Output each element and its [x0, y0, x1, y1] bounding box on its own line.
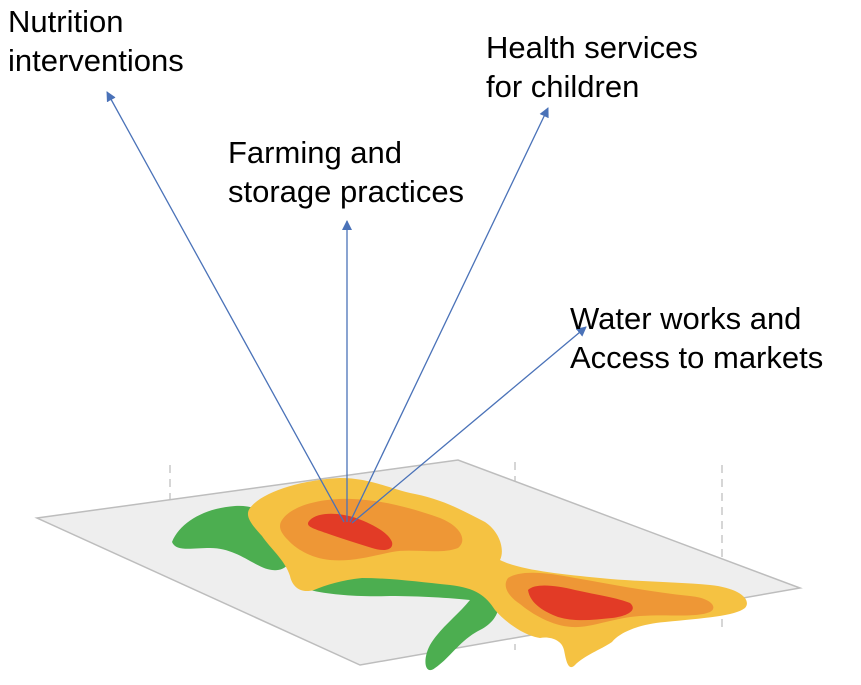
label-farming-storage: Farming and storage practices: [228, 133, 464, 211]
label-line: interventions: [8, 43, 184, 78]
label-line: Health services: [486, 30, 698, 65]
label-line: for children: [486, 69, 640, 104]
arrows: [106, 91, 587, 524]
arrow-to-nutrition: [106, 91, 345, 523]
label-line: Water works and: [570, 301, 802, 336]
label-line: Nutrition: [8, 4, 124, 39]
heatmap-red-east: [528, 585, 633, 621]
arrow-to-water: [351, 326, 587, 524]
label-line: Farming and: [228, 135, 403, 170]
label-nutrition-interventions: Nutrition interventions: [8, 2, 184, 80]
arrow-to-health: [349, 107, 549, 523]
heatmap-red-west: [307, 513, 393, 550]
label-water-markets: Water works and Access to markets: [570, 299, 823, 377]
label-line: storage practices: [228, 174, 465, 209]
heatmap-green-south: [298, 567, 499, 671]
heatmap-region: [172, 478, 747, 671]
label-health-services: Health services for children: [486, 28, 698, 106]
label-line: Access to markets: [570, 340, 824, 375]
